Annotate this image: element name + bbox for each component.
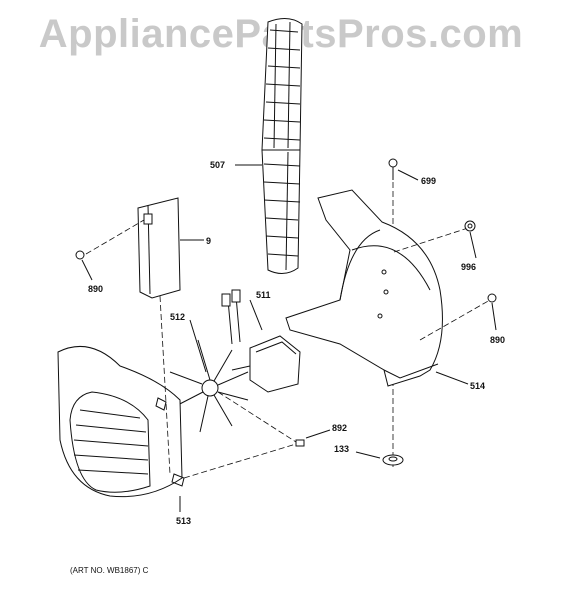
part-511-motor-illustration: [221, 289, 301, 393]
art-number: (ART NO. WB1867) C: [70, 566, 149, 575]
label-part-133: 133: [334, 444, 349, 454]
part-890-right-screw-illustration: [487, 293, 497, 331]
part-996-nut-illustration: [464, 220, 477, 259]
part-133-grommet-illustration: [355, 451, 404, 466]
label-part-890-right: 890: [490, 335, 505, 345]
part-512-fan-blade-illustration: [169, 319, 249, 433]
part-890-left-screw-illustration: [75, 250, 93, 281]
label-part-511: 511: [256, 290, 271, 300]
label-part-514: 514: [470, 381, 485, 391]
part-513-blower-housing-illustration: [57, 295, 297, 512]
label-part-996: 996: [461, 262, 476, 272]
label-part-699: 699: [421, 176, 436, 186]
part-514-motor-bracket-illustration: [285, 189, 491, 387]
part-9-bracket-illustration: [85, 197, 204, 299]
label-part-513: 513: [176, 516, 191, 526]
part-507-blower-wheel-illustration: [235, 18, 303, 274]
label-part-890-left: 890: [88, 284, 103, 294]
label-part-892: 892: [332, 423, 347, 433]
label-part-512: 512: [170, 312, 185, 322]
part-892-set-screw-illustration: [217, 391, 331, 447]
label-part-9: 9: [206, 236, 211, 246]
label-part-507: 507: [210, 160, 225, 170]
